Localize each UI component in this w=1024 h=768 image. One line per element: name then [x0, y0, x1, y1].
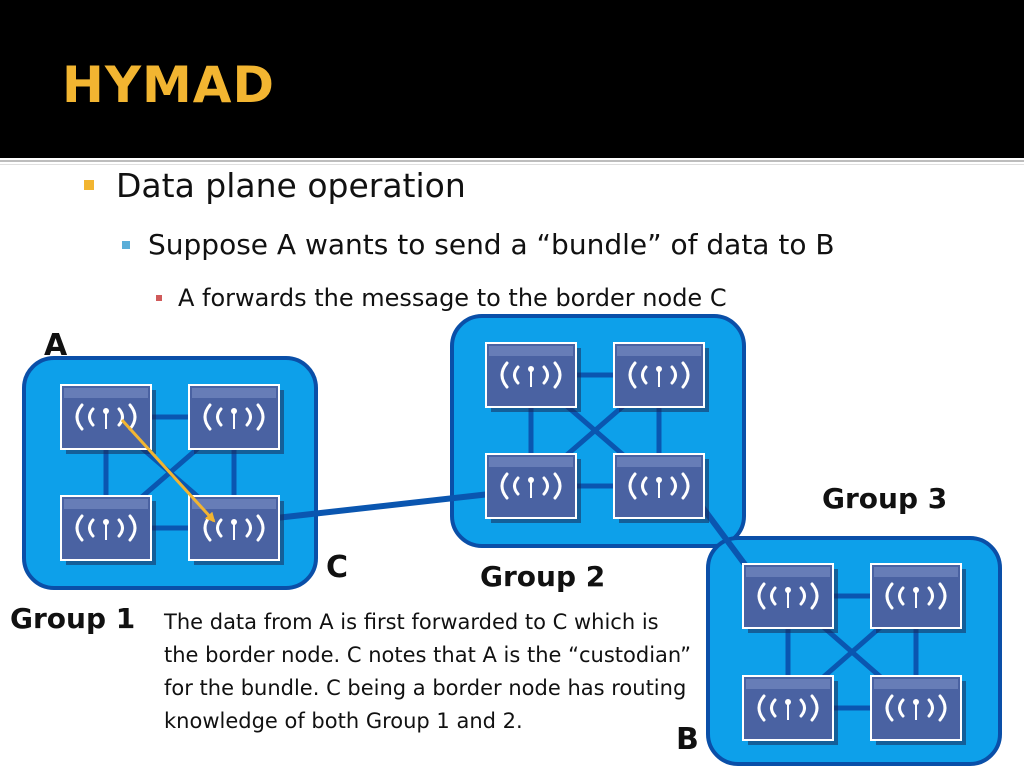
- wireless-router-icon: [613, 453, 709, 523]
- wireless-router-icon: [742, 675, 838, 745]
- wireless-router-icon: [613, 342, 709, 412]
- wireless-router-icon: [485, 453, 581, 523]
- bullet-send-bundle: Suppose A wants to send a “bundle” of da…: [148, 228, 835, 261]
- forward-arrow-a-to-c: [120, 418, 216, 523]
- node-c-label: C: [326, 550, 349, 585]
- bullet-data-plane: Data plane operation: [116, 166, 466, 205]
- node-a-label: A: [44, 328, 68, 363]
- group-2-label: Group 2: [480, 560, 606, 593]
- group-1-label: Group 1: [10, 602, 136, 635]
- slide-title: HYMAD: [62, 56, 276, 114]
- title-divider: [0, 160, 1024, 162]
- wireless-router-icon: [870, 563, 966, 633]
- wireless-router-icon: [485, 342, 581, 412]
- title-divider-thin: [0, 164, 1024, 165]
- bullet-marker-level-1: [84, 180, 94, 190]
- link-group1-group2: [273, 491, 493, 521]
- router-c-icon: [188, 495, 284, 565]
- bullet-forward-to-border: A forwards the message to the border nod…: [178, 284, 727, 312]
- wireless-router-icon: [60, 495, 156, 565]
- group-3-label: Group 3: [822, 482, 948, 515]
- description-text: The data from A is first forwarded to C …: [164, 610, 691, 733]
- router-b-icon: [870, 675, 966, 745]
- wireless-router-icon: [742, 563, 838, 633]
- bullet-marker-level-3: [156, 295, 162, 301]
- bullet-marker-level-2: [122, 241, 130, 249]
- title-bar: [0, 0, 1024, 158]
- wireless-router-icon: [188, 384, 284, 454]
- node-b-label: B: [676, 722, 699, 757]
- router-a-icon: [60, 384, 156, 454]
